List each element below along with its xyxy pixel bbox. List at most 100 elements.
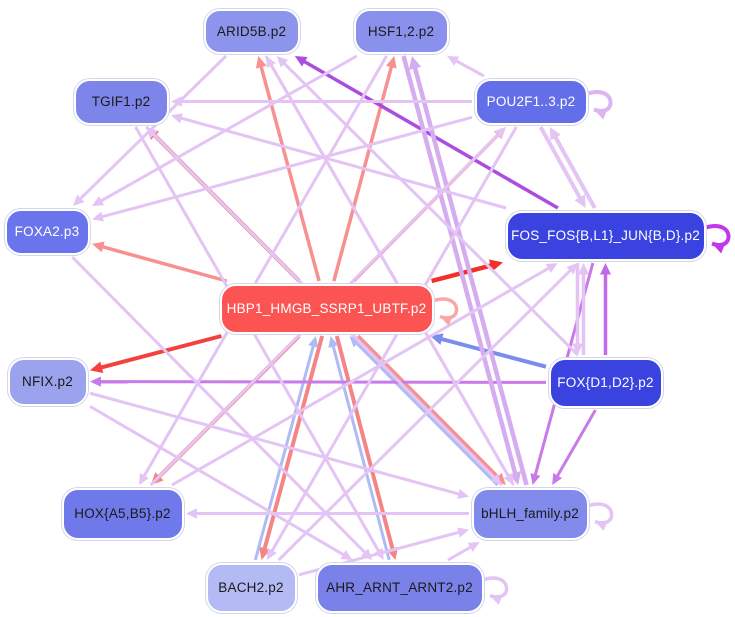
edge-fos-pou2f1 <box>549 127 597 209</box>
edge-line <box>554 409 597 481</box>
node-label: FOX{D1,D2}.p2 <box>557 375 654 390</box>
edge-fos-foxd <box>571 263 584 355</box>
node-label: HBP1_HMGB_SSRP1_UBTF.p2 <box>226 301 427 316</box>
arrowhead <box>92 196 105 207</box>
edge-line <box>332 62 395 282</box>
arrowhead <box>571 343 584 355</box>
arrowhead <box>545 263 558 273</box>
edge-hsf-foxa2 <box>92 54 358 207</box>
edge-line <box>89 391 464 497</box>
edge-line <box>97 115 473 220</box>
node-label: AHR_ARNT_ARNT2.p2 <box>326 580 473 595</box>
edge-arid5b-foxa2 <box>73 54 228 206</box>
arrowhead <box>549 127 561 141</box>
arrowhead <box>490 473 502 485</box>
node-foxd[interactable]: FOX{D1,D2}.p2 <box>548 357 663 408</box>
arrowhead <box>599 263 612 275</box>
node-ahr[interactable]: AHR_ARNT_ARNT2.p2 <box>315 562 484 613</box>
edge-arid5b-bhlh <box>264 55 514 485</box>
edge-foxa2-ahr <box>71 255 373 560</box>
arrowhead <box>276 56 289 68</box>
arrowhead <box>360 548 373 560</box>
edge-line <box>98 244 228 283</box>
edge-line <box>538 126 584 203</box>
self-loop-path <box>587 90 613 113</box>
edge-line <box>96 54 358 205</box>
arrowhead <box>92 211 104 222</box>
arrowhead <box>467 542 480 552</box>
edge-line <box>268 126 518 556</box>
edge-line <box>171 264 553 487</box>
edge-pou2f1-foxa2 <box>92 115 473 222</box>
self-loop-hbp1 <box>433 297 459 326</box>
arrowhead <box>385 56 397 69</box>
arrowhead <box>92 241 105 253</box>
edge-fos-arid5b <box>294 56 559 210</box>
node-hox[interactable]: HOX{A5,B5}.p2 <box>61 487 184 540</box>
node-bach2[interactable]: BACH2.p2 <box>205 562 297 613</box>
arrowhead <box>255 56 267 69</box>
self-loop-fos <box>705 224 731 254</box>
edge-ahr-hbp1 <box>328 336 391 561</box>
node-label: ARID5B.p2 <box>216 23 287 39</box>
edge-hox-fos <box>171 263 558 487</box>
arrowhead <box>457 527 469 538</box>
arrowhead <box>503 472 514 485</box>
self-loop-path <box>588 502 614 525</box>
edge-hsf-hox <box>138 55 388 485</box>
node-bhlh[interactable]: bHLH_family.p2 <box>471 487 589 540</box>
edge-line <box>89 405 348 558</box>
arrowhead <box>340 550 353 560</box>
arrowhead <box>440 315 453 326</box>
arrowhead <box>138 472 149 485</box>
arrowhead <box>566 263 578 275</box>
edge-foxd-fos <box>599 263 612 355</box>
edge-foxd-nfix <box>90 376 547 387</box>
arrowhead <box>447 56 460 66</box>
edge-bhlh-hox <box>186 508 469 519</box>
node-nfix[interactable]: NFIX.p2 <box>7 357 88 406</box>
arrowhead <box>171 113 183 124</box>
edge-tgif-ahr <box>134 126 384 560</box>
node-label: FOXA2.p3 <box>14 224 80 239</box>
node-label: FOS_FOS{B,L1}_JUN{B,D}.p2 <box>511 228 700 243</box>
node-hsf[interactable]: HSF1,2.p2 <box>353 8 449 54</box>
edge-line <box>134 126 382 556</box>
arrowhead <box>712 242 726 254</box>
node-hbp1[interactable]: HBP1_HMGB_SSRP1_UBTF.p2 <box>219 283 434 334</box>
edge-line <box>96 334 222 371</box>
node-label: BACH2.p2 <box>218 580 284 595</box>
edge-pou2f1-tgif <box>171 96 472 107</box>
node-label: TGIF1.p2 <box>91 94 151 109</box>
edge-hbp1-bach2 <box>259 335 325 560</box>
arrowhead <box>552 472 563 485</box>
node-label: bHLH_family.p2 <box>481 506 579 521</box>
arrowhead <box>409 56 422 71</box>
edge-pou2f1-bach2 <box>266 126 518 560</box>
edge-line <box>264 55 512 481</box>
edge-nfix-bhlh <box>89 391 469 499</box>
edge-line <box>334 335 396 554</box>
edge-line <box>71 255 369 557</box>
edge-line <box>96 380 547 384</box>
node-tgif[interactable]: TGIF1.p2 <box>73 78 169 125</box>
node-foxa2[interactable]: FOXA2.p3 <box>4 208 90 255</box>
arrowhead <box>457 488 469 499</box>
node-label: HSF1,2.p2 <box>367 23 435 39</box>
edge-line <box>299 57 559 210</box>
edge-line <box>140 55 388 481</box>
node-arid5b[interactable]: ARID5B.p2 <box>203 8 300 54</box>
edge-nfix-ahr <box>89 405 353 560</box>
node-pou2f1[interactable]: POU2F1..3.p2 <box>474 78 588 125</box>
arrowhead <box>493 472 506 485</box>
self-loop-path <box>705 224 731 247</box>
node-label: HOX{A5,B5}.p2 <box>74 506 171 521</box>
edge-hbp1-hsf <box>332 56 397 282</box>
arrowhead <box>171 96 182 107</box>
edge-line <box>330 341 391 561</box>
edge-line <box>258 62 321 282</box>
edge-ahr-bhlh <box>447 542 480 562</box>
node-fos[interactable]: FOS_FOS{B,L1}_JUN{B,D}.p2 <box>505 210 706 261</box>
edge-line <box>401 55 519 479</box>
arrowhead <box>373 547 384 560</box>
